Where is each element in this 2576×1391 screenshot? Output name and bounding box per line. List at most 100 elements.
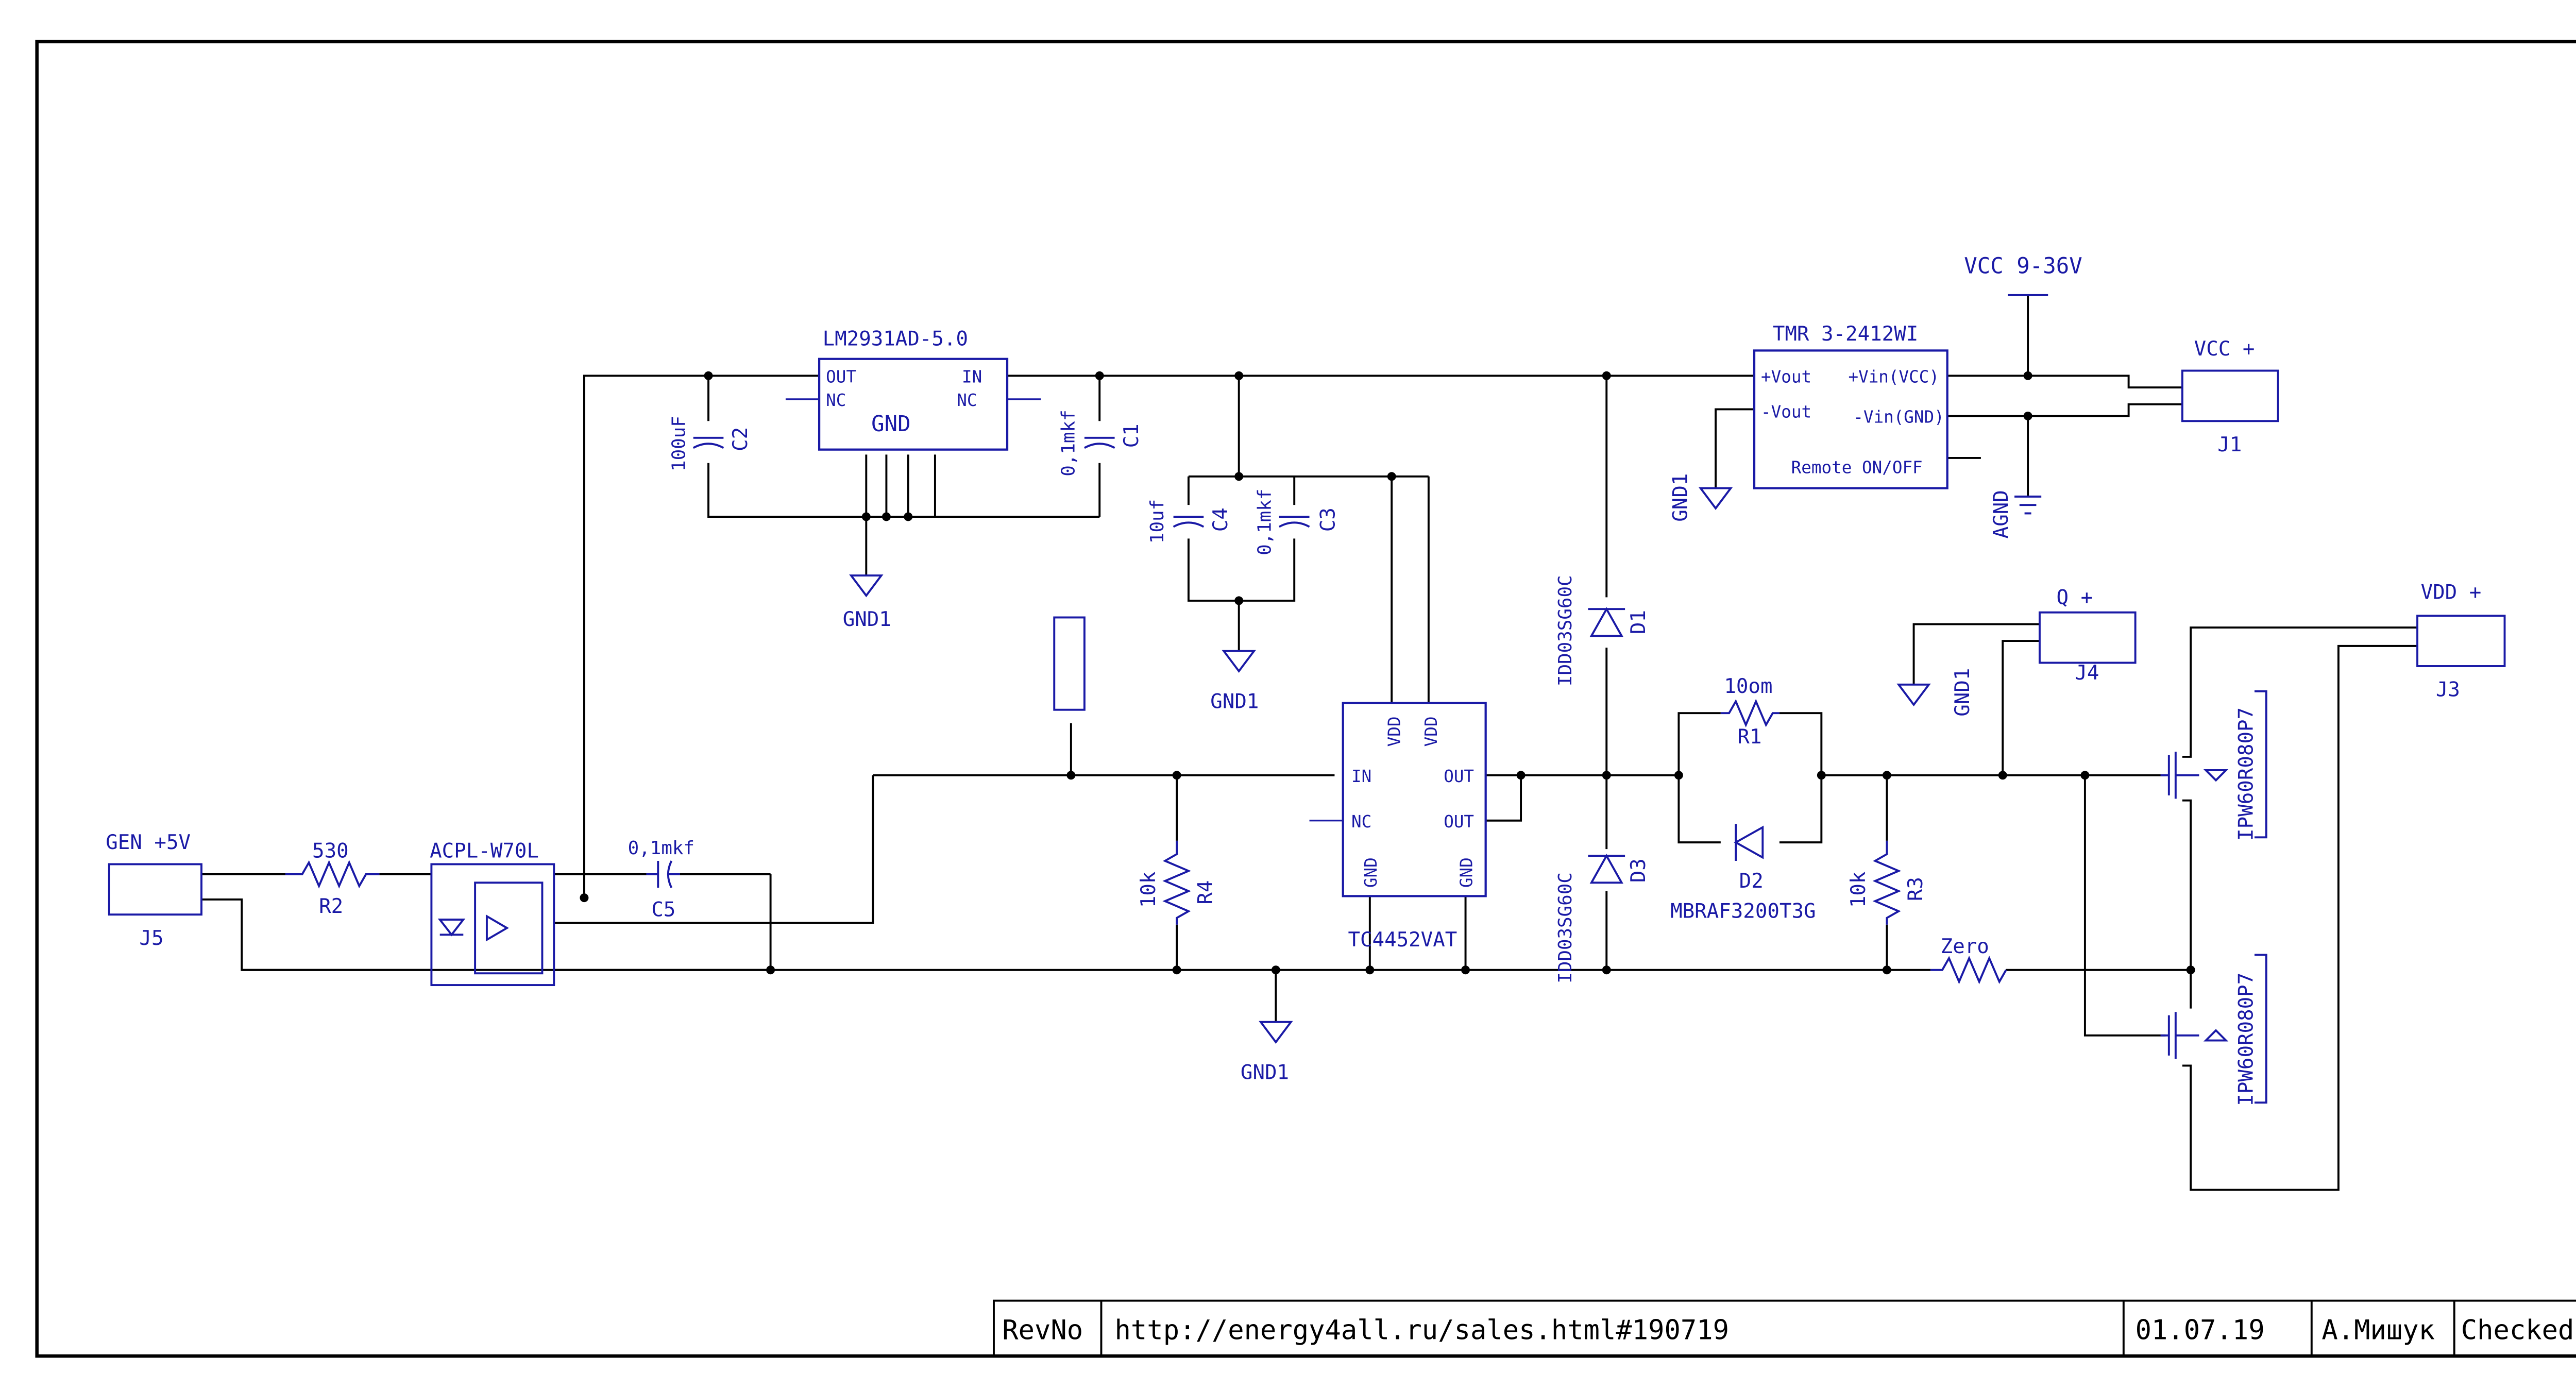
driver-tc4452: TC4452VAT IN NC OUT OUT VDD VDD GND GND [1309, 702, 1487, 952]
d1-ref: D1 [1627, 610, 1650, 634]
title-block [993, 1299, 2576, 1358]
j5-ref: J5 [139, 927, 163, 950]
dcdc-pin-mvin: -Vin(GND) [1853, 408, 1944, 427]
d3-value: IDD03SG60C [1555, 872, 1576, 983]
connector-j3: VDD + J3 [2416, 581, 2506, 702]
ground-symbols [849, 294, 2048, 1044]
c2-value: 100uF [668, 416, 689, 471]
mosfet-q1: IPW60R080P7 [2160, 690, 2267, 841]
r2-value: 530 [312, 839, 349, 862]
reg-pin-nc5: NC [826, 391, 846, 410]
dcdc-pin-pvout: +Vout [1761, 367, 1811, 386]
reg-pin-nc4: NC [957, 391, 977, 410]
c5-ref: C5 [651, 898, 675, 921]
regulator-lm2931: LM2931AD-5.0 GND OUT NC IN NC [785, 328, 1041, 451]
q2-value: IPW60R080P7 [2235, 973, 2258, 1106]
title-url: http://energy4all.ru/sales.html#190719 [1115, 1315, 1730, 1346]
test-point [1053, 616, 1086, 711]
d1-value: IDD03SG60C [1555, 575, 1576, 686]
capacitor-c5: 0,1mkf C5 [628, 838, 694, 922]
title-date: 01.07.19 [2136, 1315, 2265, 1346]
reg-ref: LM2931AD-5.0 [823, 328, 968, 351]
drv-pin-nc: NC [1351, 812, 1371, 832]
drv-pin-out7: OUT [1444, 767, 1474, 786]
zero-value: Zero [1941, 935, 1989, 958]
resistor-r2: 530 R2 [285, 839, 380, 918]
dcdc-tmr: TMR 3-2412WI +Vout -Vout +Vin(VCC) -Vin(… [1753, 323, 1948, 489]
resistor-r4: 10k R4 [1137, 840, 1217, 925]
sheet-border [35, 40, 2576, 1358]
capacitor-c3: 0,1mkf C3 [1255, 488, 1340, 555]
net-labels: GND1 GND1 GND1 GND1 GND1 AGND VCC 9-36V [843, 253, 2082, 1084]
title-rev: RevNo [1002, 1315, 1083, 1346]
gnd1-label-j4: GND1 [1951, 668, 1974, 717]
drv-pin-vdd1: VDD [1384, 717, 1404, 747]
c1-value: 0,1mkf [1058, 410, 1079, 476]
reg-gnd-label: GND [871, 411, 910, 436]
c1-ref: C1 [1120, 423, 1143, 448]
drv-ref: TC4452VAT [1348, 928, 1457, 952]
title-author: А.Мишук [2321, 1315, 2435, 1346]
r3-value: 10k [1847, 872, 1870, 908]
capacitor-c2: 100uF C2 [668, 416, 752, 471]
r1-ref: R1 [1737, 725, 1761, 749]
resistor-r3: 10k R3 [1847, 840, 1927, 925]
opto-ref: ACPL-W70L [430, 839, 539, 862]
r1-value: 10om [1724, 675, 1772, 698]
c4-value: 10uf [1147, 499, 1168, 544]
j4-label: Q + [2057, 586, 2093, 609]
c5-value: 0,1mkf [628, 838, 694, 859]
dcdc-pin-mvout: -Vout [1761, 402, 1811, 422]
capacitor-c1: 0,1mkf C1 [1058, 410, 1143, 476]
q1-value: IPW60R080P7 [2235, 707, 2258, 841]
c3-ref: C3 [1316, 507, 1340, 532]
gnd1-label-reg: GND1 [843, 608, 891, 631]
gnd1-label-caps: GND1 [1210, 690, 1259, 713]
connector-j5: GEN +5V J5 [106, 831, 202, 950]
r3-ref: R3 [1904, 877, 1927, 901]
dcdc-ref: TMR 3-2412WI [1773, 323, 1918, 346]
title-checked: Checked [2461, 1315, 2574, 1346]
reg-pin-in: IN [962, 367, 982, 386]
r2-ref: R2 [319, 895, 343, 918]
c4-ref: C4 [1209, 507, 1232, 532]
connector-j4: Q + J4 [2038, 586, 2137, 685]
drv-pin-gnd5: GND [1457, 857, 1477, 888]
agnd-label: AGND [1990, 490, 2013, 538]
j5-label: GEN +5V [106, 831, 191, 854]
vcc-label: VCC 9-36V [1964, 253, 2082, 279]
drv-pin-out6: OUT [1444, 812, 1474, 832]
d2-value: MBRAF3200T3G [1670, 900, 1816, 923]
j3-label: VDD + [2421, 581, 2482, 604]
diode-d2: D2 MBRAF3200T3G [1670, 824, 1816, 923]
resistor-zero: Zero [1930, 935, 2007, 985]
resistor-r1: 10om R1 [1720, 675, 1780, 749]
r4-value: 10k [1137, 872, 1160, 908]
c2-ref: C2 [729, 427, 752, 451]
connector-j1: VCC + J1 [2181, 337, 2279, 456]
c3-value: 0,1mkf [1255, 488, 1276, 555]
drv-pin-in: IN [1351, 767, 1371, 786]
diode-d1: IDD03SG60C D1 [1555, 575, 1650, 686]
j1-label: VCC + [2194, 337, 2255, 361]
capacitor-c4: 10uf C4 [1147, 499, 1232, 544]
dcdc-pin-remote: Remote ON/OFF [1791, 457, 1923, 477]
diode-d3: IDD03SG60C D3 [1555, 854, 1650, 983]
gnd1-label-bottom: GND1 [1241, 1061, 1289, 1084]
junctions [580, 371, 2195, 975]
reg-pin-out: OUT [826, 367, 856, 386]
drv-pin-gnd4: GND [1361, 857, 1381, 888]
d3-ref: D3 [1627, 858, 1650, 883]
r4-ref: R4 [1194, 880, 1217, 905]
j4-ref: J4 [2075, 661, 2099, 685]
drv-pin-vdd8: VDD [1421, 717, 1441, 747]
j3-ref: J3 [2436, 678, 2460, 702]
d2-ref: D2 [1739, 870, 1764, 893]
j1-ref: J1 [2217, 433, 2242, 456]
mosfet-q2: IPW60R080P7 [2160, 954, 2267, 1106]
optocoupler-acpl: ACPL-W70L [430, 839, 555, 987]
gnd1-label-dcdc: GND1 [1669, 473, 1692, 522]
dcdc-pin-pvin: +Vin(VCC) [1848, 367, 1939, 386]
wires [201, 295, 2418, 1191]
